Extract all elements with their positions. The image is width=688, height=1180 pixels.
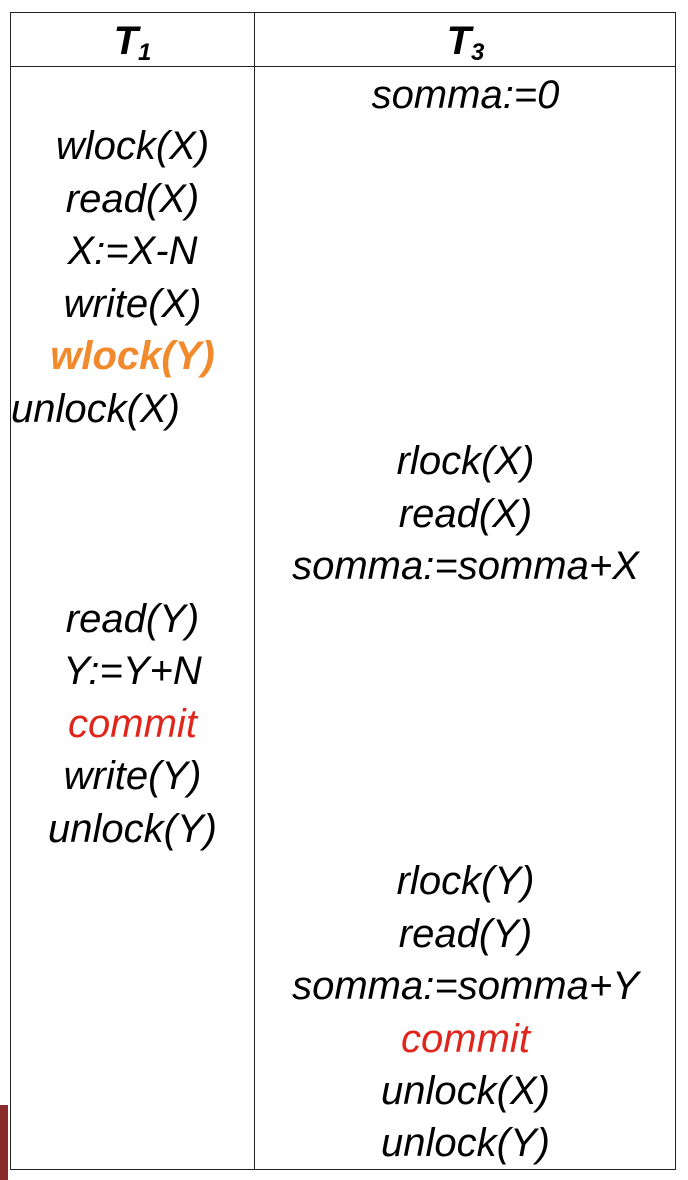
- slide-edge-accent: [0, 1105, 8, 1180]
- t3-op: somma:=somma+Y: [292, 964, 639, 1008]
- t3-op: somma:=somma+X: [292, 544, 639, 588]
- t3-op: rlock(X): [396, 439, 535, 483]
- t1-op: wlock(X): [55, 124, 210, 168]
- t1-op: unlock(X): [11, 387, 180, 431]
- column-header-t1: T1: [113, 19, 152, 66]
- t3-op: rlock(Y): [396, 859, 535, 903]
- column-header-t3: T3: [446, 19, 485, 66]
- t1-op-commit: commit: [68, 702, 197, 746]
- t3-op: somma:=0: [371, 73, 560, 117]
- t3-op: unlock(Y): [381, 1121, 550, 1165]
- t3-op-commit: commit: [401, 1017, 530, 1061]
- t3-op: read(Y): [398, 912, 533, 956]
- column-divider: [254, 13, 255, 1169]
- t1-op: Y:=Y+N: [63, 649, 202, 693]
- t3-op: read(X): [398, 492, 533, 536]
- t1-op: write(X): [63, 282, 202, 326]
- t1-op: read(X): [65, 177, 200, 221]
- t1-op: read(Y): [65, 597, 200, 641]
- t1-op: write(Y): [63, 754, 202, 798]
- t1-op: unlock(Y): [48, 807, 217, 851]
- t1-op-highlighted: wlock(Y): [50, 334, 215, 378]
- t3-op: unlock(X): [381, 1069, 550, 1113]
- header-divider: [11, 66, 675, 67]
- t1-op: X:=X-N: [67, 229, 198, 273]
- schedule-table: T1 T3 wlock(X) read(X) X:=X-N write(X) w…: [10, 12, 676, 1170]
